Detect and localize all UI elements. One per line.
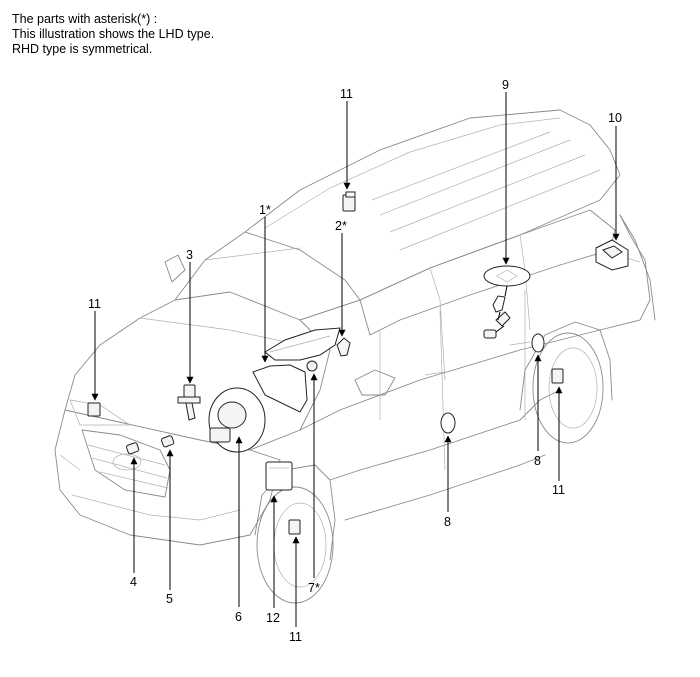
windshield [174, 231, 361, 321]
label-10: 10 [608, 111, 622, 125]
component-11-lower-front [288, 519, 301, 535]
component-11-rear-wheel [551, 368, 564, 384]
label-8-rear: 8 [534, 454, 541, 468]
component-3-unit [177, 384, 201, 421]
label-7: 7* [308, 581, 320, 595]
label-11-roof: 11 [340, 87, 353, 101]
rear-wheel [532, 332, 604, 444]
component-2-sensor [336, 337, 351, 357]
label-8-front: 8 [444, 515, 451, 529]
label-11-left-front: 11 [88, 297, 101, 311]
component-8-door-sensor-front [440, 412, 456, 434]
note-line-3: RHD type is symmetrical. [12, 42, 153, 56]
label-4: 4 [130, 575, 137, 589]
front-wheel [256, 486, 334, 604]
component-10-rear-module [595, 239, 629, 271]
label-5: 5 [166, 592, 173, 606]
component-6-steering-airbag [208, 387, 266, 453]
component-5-sensor [160, 435, 175, 448]
label-6: 6 [235, 610, 242, 624]
label-9: 9 [502, 78, 509, 92]
car-outline [54, 109, 656, 604]
component-8-door-sensor-rear [531, 333, 545, 353]
grille [81, 429, 171, 498]
note-line-1: The parts with asterisk(*) : [12, 12, 158, 26]
component-roof-module [342, 191, 356, 212]
label-2: 2* [335, 219, 347, 233]
component-12-module [265, 461, 293, 491]
component-9-cluster [483, 265, 531, 339]
side-mirror [354, 369, 396, 396]
callout-labels: 1* 2* 3 4 5 6 7* 8 8 9 10 11 11 11 11 12 [88, 78, 622, 644]
note-line-2: This illustration shows the LHD type. [12, 27, 215, 41]
rear-wheel-arch [519, 321, 613, 411]
leader-lines [91, 92, 620, 627]
label-11-lower-front: 11 [289, 630, 302, 644]
hood [64, 299, 331, 451]
label-12: 12 [266, 611, 280, 625]
component-1-airbag [252, 327, 341, 413]
label-3: 3 [186, 248, 193, 262]
front-wheel-arch [254, 464, 336, 561]
notes: The parts with asterisk(*) : This illust… [12, 12, 214, 57]
component-11-left-front [87, 402, 101, 417]
component-7-sensor [306, 360, 318, 372]
label-1: 1* [259, 203, 271, 217]
label-11-rear-wheel: 11 [552, 483, 565, 497]
component-4-sensor [125, 442, 140, 455]
